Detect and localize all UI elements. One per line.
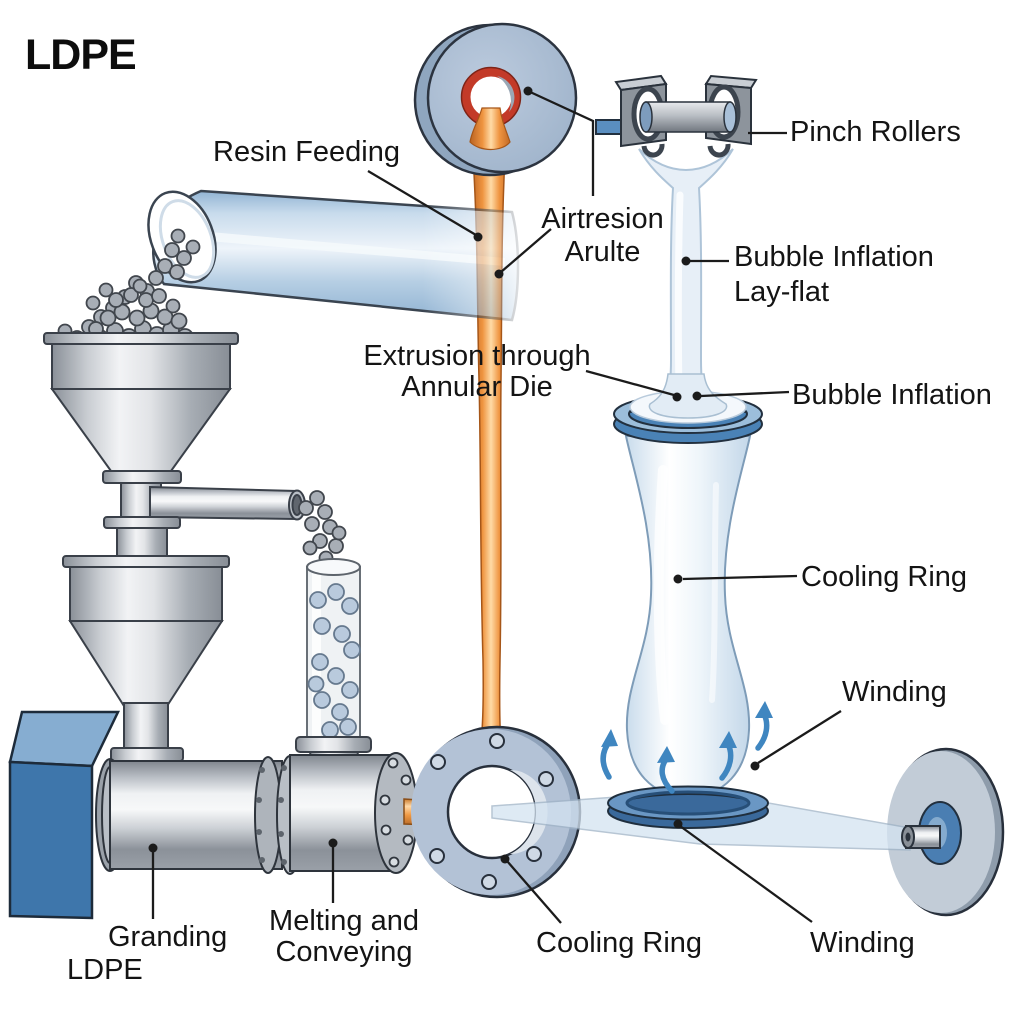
label-bubble-layflat-line2: Lay-flat xyxy=(734,276,830,308)
extruder-barrel xyxy=(95,752,418,875)
melt-stream-top-flare xyxy=(469,107,511,151)
pinch-rollers xyxy=(595,74,758,158)
bubble-neck-flare xyxy=(648,373,728,419)
leader-lines xyxy=(148,86,842,924)
resin-feeding-tube xyxy=(147,189,520,322)
label-extrusion-line2: Annular Die xyxy=(401,371,553,403)
label-granding-line2: LDPE xyxy=(67,954,143,986)
bottom-cooling-ring xyxy=(606,785,770,829)
label-extrusion-line1: Extrusion through xyxy=(363,340,591,372)
gearbox xyxy=(8,710,120,920)
label-extrusion: Extrusion through Annular Die xyxy=(362,341,592,403)
barrel-end-flange xyxy=(374,752,418,874)
hopper-side-pipe xyxy=(149,485,306,521)
label-air-ring-line1: Airtresion xyxy=(541,203,664,235)
label-resin-feeding: Resin Feeding xyxy=(213,136,400,168)
label-air-ring-line2: Arulte xyxy=(564,236,641,268)
label-melting-line2: Conveying xyxy=(275,936,413,968)
label-bubble-layflat: Bubble Inflation Lay-flat xyxy=(734,240,934,310)
tube-pellets xyxy=(307,583,361,739)
layflat-strip xyxy=(638,148,734,419)
die-plate-bolts xyxy=(429,733,554,890)
label-granding-line1: Granding xyxy=(108,921,228,953)
diagram-title: LDPE xyxy=(25,31,137,79)
clear-pellet-tube xyxy=(295,558,372,787)
label-winding-right: Winding xyxy=(842,676,947,708)
pipe-spill-pellets xyxy=(298,490,347,566)
label-melting: Melting and Conveying xyxy=(254,906,434,968)
label-winding-bottom: Winding xyxy=(810,927,915,959)
label-air-ring: Airtresion Arulte xyxy=(525,203,680,269)
label-bubble-layflat-line1: Bubble Inflation xyxy=(734,241,934,273)
airflow-arrows xyxy=(600,701,773,794)
roller-cylinder xyxy=(645,101,731,133)
winder-axle xyxy=(901,825,941,849)
annular-die-disc xyxy=(413,22,578,177)
label-cooling-ring-bottom: Cooling Ring xyxy=(536,927,703,959)
label-bubble-inflation: Bubble Inflation xyxy=(792,379,992,411)
label-pinch-rollers: Pinch Rollers xyxy=(790,116,961,148)
label-melting-line1: Melting and xyxy=(269,905,419,937)
label-cooling-ring-right: Cooling Ring xyxy=(801,561,968,593)
